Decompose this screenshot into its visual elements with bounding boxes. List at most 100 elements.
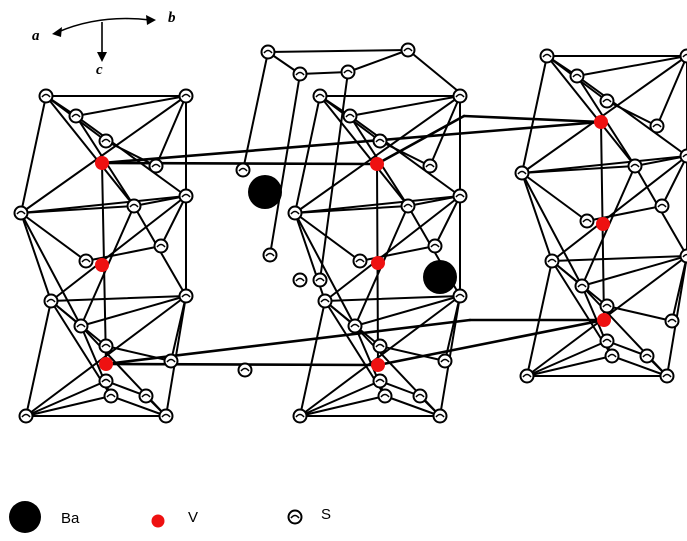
sulfur-atom bbox=[314, 274, 327, 287]
axis-c-arrowhead bbox=[97, 52, 107, 62]
sulfur-atom bbox=[128, 200, 141, 213]
sulfur-atom bbox=[374, 340, 387, 353]
sulfur-atom bbox=[20, 410, 33, 423]
bond bbox=[106, 346, 171, 361]
bond bbox=[435, 196, 460, 246]
legend-ba-symbol bbox=[9, 501, 41, 533]
sulfur-atom bbox=[150, 160, 163, 173]
bond bbox=[268, 50, 408, 52]
bond bbox=[86, 246, 161, 261]
bond bbox=[81, 296, 186, 326]
vanadium-atom bbox=[371, 256, 385, 270]
bond bbox=[355, 296, 460, 326]
sulfur-atom bbox=[454, 290, 467, 303]
bond bbox=[21, 213, 51, 301]
axis-a-label: a bbox=[32, 28, 40, 45]
legend bbox=[9, 501, 302, 533]
sulfur-atom bbox=[402, 44, 415, 57]
sulfur-atom bbox=[601, 300, 614, 313]
sulfur-atom bbox=[294, 274, 307, 287]
sulfur-atom bbox=[344, 110, 357, 123]
sulfur-atom bbox=[289, 207, 302, 220]
sulfur-atom bbox=[80, 255, 93, 268]
bond bbox=[522, 56, 547, 173]
bond bbox=[522, 173, 552, 261]
sulfur-atom bbox=[581, 215, 594, 228]
sulfur-atom bbox=[239, 364, 252, 377]
sulfur-atom bbox=[414, 390, 427, 403]
vanadium-atom bbox=[95, 258, 109, 272]
vanadium-atom bbox=[370, 157, 384, 171]
sulfur-atom bbox=[180, 290, 193, 303]
sulfur-atom bbox=[546, 255, 559, 268]
barium-atom bbox=[248, 175, 282, 209]
bond bbox=[348, 50, 408, 72]
bond bbox=[21, 96, 46, 213]
vanadium-atom bbox=[594, 115, 608, 129]
bond bbox=[527, 261, 552, 376]
bond bbox=[582, 256, 687, 286]
sulfur-atom bbox=[294, 68, 307, 81]
bond bbox=[161, 196, 186, 246]
bond bbox=[522, 156, 687, 173]
legend-v-symbol bbox=[152, 515, 165, 528]
axis-b-arrowhead bbox=[146, 15, 156, 25]
sulfur-atom bbox=[434, 410, 447, 423]
sulfur-atom bbox=[374, 135, 387, 148]
legend-s-symbol bbox=[289, 511, 302, 524]
bond bbox=[587, 206, 662, 221]
sulfur-atom bbox=[354, 255, 367, 268]
bond bbox=[21, 213, 81, 326]
sulfur-atom bbox=[294, 410, 307, 423]
sulfur-atom bbox=[601, 95, 614, 108]
bond bbox=[300, 301, 325, 416]
sulfur-atom bbox=[541, 50, 554, 63]
sulfur-atom bbox=[424, 160, 437, 173]
sulfur-atom bbox=[666, 315, 679, 328]
legend-v-label: V bbox=[188, 509, 198, 526]
bond bbox=[662, 156, 687, 206]
bond bbox=[21, 213, 86, 261]
vanadium-atom bbox=[99, 357, 113, 371]
bond bbox=[350, 96, 460, 116]
sulfur-atom bbox=[100, 375, 113, 388]
bond bbox=[325, 296, 460, 301]
vanadium-atom bbox=[596, 217, 610, 231]
sulfur-atom bbox=[429, 240, 442, 253]
sulfur-atom bbox=[629, 160, 642, 173]
axis-a-b-curve bbox=[58, 19, 150, 33]
bond bbox=[295, 213, 325, 301]
sulfur-atom bbox=[140, 390, 153, 403]
sulfur-atom bbox=[521, 370, 534, 383]
sulfur-atom bbox=[314, 90, 327, 103]
sulfur-atom bbox=[75, 320, 88, 333]
sulfur-atom bbox=[601, 335, 614, 348]
bond bbox=[607, 306, 672, 321]
sulfur-atom bbox=[262, 46, 275, 59]
sulfur-atom bbox=[349, 320, 362, 333]
sulfur-atom bbox=[379, 390, 392, 403]
sulfur-atom bbox=[681, 150, 687, 163]
sulfur-atom bbox=[160, 410, 173, 423]
barium-atom bbox=[423, 260, 457, 294]
sulfur-atom bbox=[100, 135, 113, 148]
bond bbox=[408, 50, 464, 96]
sulfur-atom bbox=[576, 280, 589, 293]
bond bbox=[552, 256, 687, 261]
sulfur-atom bbox=[70, 110, 83, 123]
bond bbox=[577, 76, 687, 156]
sulfur-atom bbox=[374, 375, 387, 388]
sulfur-atom bbox=[454, 90, 467, 103]
vanadium-atom bbox=[95, 156, 109, 170]
bond bbox=[360, 246, 435, 261]
sulfur-atom bbox=[45, 295, 58, 308]
sulfur-atom bbox=[651, 120, 664, 133]
bond bbox=[607, 101, 657, 126]
sulfur-atom bbox=[516, 167, 529, 180]
sulfur-atom bbox=[656, 200, 669, 213]
sulfur-atom bbox=[681, 250, 687, 263]
bond bbox=[51, 296, 186, 301]
bond bbox=[380, 141, 430, 166]
